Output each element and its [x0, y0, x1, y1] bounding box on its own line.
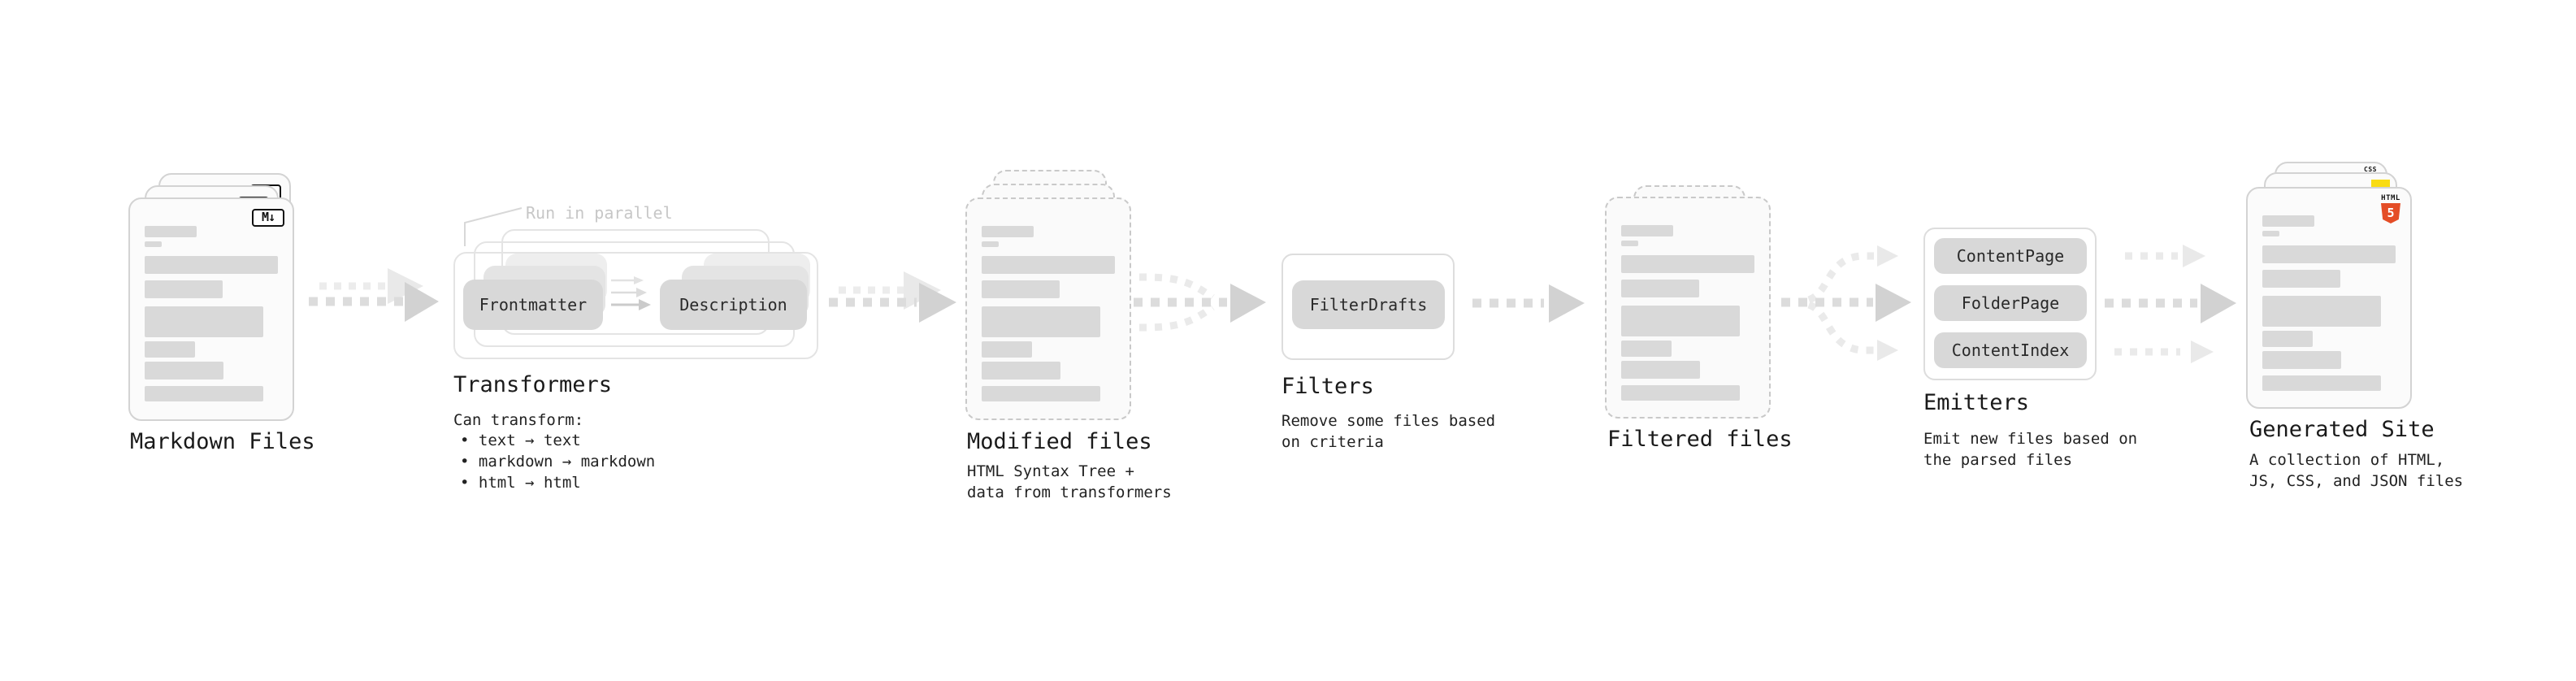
run-in-parallel-label: Run in parallel	[526, 203, 673, 223]
skeleton-line	[982, 386, 1100, 401]
skeleton-line	[1621, 255, 1754, 273]
skeleton-line	[1621, 280, 1699, 297]
file-card-front	[1605, 197, 1771, 419]
skeleton-line	[982, 256, 1115, 274]
skeleton-line	[145, 280, 223, 298]
skeleton-line	[145, 341, 195, 358]
emitters-description: Emit new files based on the parsed files	[1923, 430, 2138, 469]
skeleton-line	[1621, 225, 1673, 236]
html5-icon-shield: 5	[2381, 203, 2400, 223]
skeleton-line	[145, 241, 162, 247]
skeleton-line	[2262, 245, 2396, 263]
skeleton-line	[145, 226, 197, 237]
frontmatter-pill: Frontmatter	[463, 280, 603, 330]
file-card-front: HTML 5	[2246, 187, 2412, 409]
skeleton-line	[1621, 241, 1638, 246]
skeleton-line	[982, 280, 1060, 298]
content-page-pill: ContentPage	[1934, 238, 2087, 274]
folder-page-pill: FolderPage	[1934, 285, 2087, 321]
pill-arrows	[611, 276, 651, 310]
skeleton-line	[982, 226, 1034, 237]
skeleton-line	[2262, 296, 2381, 327]
filter-drafts-pill: FilterDrafts	[1292, 280, 1445, 329]
skeleton-line	[982, 306, 1100, 337]
skeleton-line	[2262, 215, 2314, 227]
arrow-filters-to-filtered	[1472, 284, 1585, 323]
bullet-line: • markdown → markdown	[460, 453, 656, 471]
modified-files-description: HTML Syntax Tree + data from transformer…	[967, 462, 1172, 501]
js-icon	[2371, 180, 2390, 189]
arrow-modified-to-filters	[1134, 273, 1266, 332]
skeleton-line	[1621, 361, 1700, 379]
stage-label-transformers: Transformers	[453, 372, 613, 397]
skeleton-line	[2262, 351, 2341, 369]
arrow-emitters-to-generated	[2105, 245, 2236, 363]
stage-label-modified-files: Modified files	[967, 429, 1152, 454]
skeleton-line	[1621, 306, 1740, 336]
skeleton-line	[982, 241, 999, 247]
skeleton-line	[1621, 385, 1740, 401]
bullet-line: • html → html	[460, 474, 581, 492]
stage-label-emitters: Emitters	[1923, 390, 2030, 415]
stage-label-markdown-files: Markdown Files	[130, 429, 315, 454]
markdown-icon: M↓	[252, 209, 284, 227]
arrow-filtered-to-emitters	[1781, 245, 1911, 361]
filters-description: Remove some files based on criteria	[1281, 412, 1496, 451]
content-index-pill: ContentIndex	[1934, 332, 2087, 368]
stage-label-filtered-files: Filtered files	[1607, 427, 1793, 452]
skeleton-line	[145, 306, 263, 337]
file-card-front: M↓	[128, 197, 294, 421]
generated-site-description: A collection of HTML, JS, CSS, and JSON …	[2249, 451, 2464, 490]
skeleton-line	[2262, 231, 2279, 236]
css-icon-label: CSS	[2364, 166, 2377, 173]
stage-label-generated-site: Generated Site	[2249, 417, 2435, 442]
arrow-transformers-to-modified	[829, 271, 956, 323]
bullet-line: • text → text	[460, 432, 581, 449]
transformers-bullets: • text → text • markdown → markdown • ht…	[460, 430, 655, 493]
skeleton-line	[2262, 331, 2313, 347]
description-pill: Description	[660, 280, 807, 330]
skeleton-line	[145, 386, 263, 401]
run-in-parallel-leader-line	[464, 207, 523, 246]
transformers-note: Can transform:	[453, 411, 584, 429]
skeleton-line	[982, 362, 1060, 380]
transformer-layer-front	[453, 252, 818, 359]
skeleton-line	[145, 362, 223, 380]
skeleton-line	[2262, 270, 2340, 288]
file-card-front	[965, 197, 1131, 420]
stage-label-filters: Filters	[1281, 374, 1374, 399]
arrow-markdown-to-transformers	[309, 268, 439, 322]
skeleton-line	[2262, 375, 2381, 391]
html5-icon-label: HTML	[2381, 194, 2400, 202]
html5-icon: HTML 5	[2380, 195, 2401, 223]
skeleton-line	[145, 256, 278, 274]
skeleton-line	[1621, 340, 1672, 357]
skeleton-line	[982, 341, 1032, 358]
